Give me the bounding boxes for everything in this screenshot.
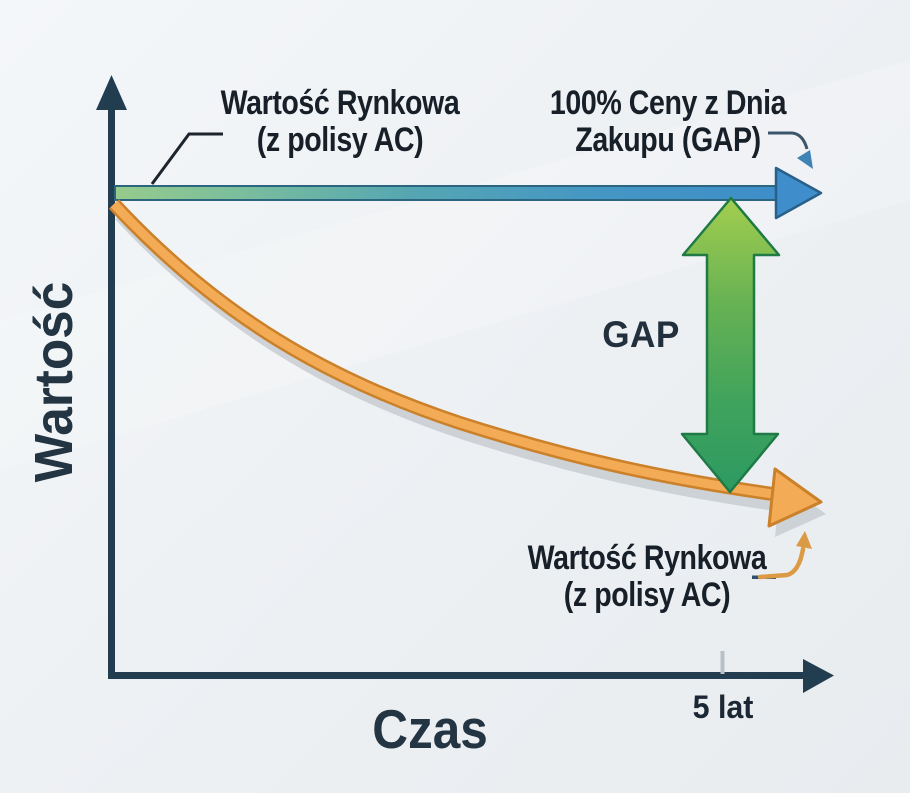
- x-axis-arrowhead: [803, 659, 834, 693]
- annotation-purchase-price-line2: Zakupu (GAP): [575, 120, 761, 159]
- x-tick-label: 5 lat: [691, 690, 755, 725]
- annotation-market-value-bottom: Wartość Rynkowa (z polisy AC): [505, 540, 789, 613]
- callout-line-bottom-right: [757, 546, 806, 580]
- callout-line-top-left: [150, 132, 223, 185]
- x-tick-label-text: 5 lat: [692, 689, 754, 725]
- callout-arrowhead-top-right: [797, 150, 813, 169]
- background-highlight: [0, 60, 910, 470]
- x-axis-label-text: Czas: [372, 698, 488, 760]
- gap-label-text: GAP: [602, 314, 680, 355]
- x-axis: [108, 672, 806, 679]
- annotation-market-value-bottom-line2: (z polisy AC): [563, 575, 731, 614]
- annotation-purchase-price: 100% Ceny z Dnia Zakupu (GAP): [527, 85, 808, 158]
- callout-arrowhead-bottom-right: [796, 531, 812, 549]
- callout-line-top-right: [768, 131, 809, 150]
- gap-price-line: [114, 185, 777, 201]
- x-axis-label: Czas: [366, 698, 494, 760]
- gap-double-arrow: [680, 196, 781, 494]
- gap-price-line-arrowhead: [774, 166, 823, 220]
- annotation-market-value-top-line2: (z polisy AC): [256, 120, 424, 159]
- annotation-purchase-price-line1: 100% Ceny z Dnia: [549, 84, 787, 122]
- y-axis: [108, 104, 115, 679]
- annotation-market-value-bottom-line1: Wartość Rynkowa: [527, 539, 767, 577]
- y-axis-label-text: Wartość: [23, 281, 84, 483]
- annotation-market-value-top-line1: Wartość Rynkowa: [220, 84, 460, 122]
- annotation-market-value-top: Wartość Rynkowa (z polisy AC): [198, 85, 482, 158]
- gap-label: GAP: [600, 315, 682, 355]
- market-value-arrowhead: [767, 467, 823, 528]
- market-value-curve: [110, 200, 774, 499]
- y-axis-label: Wartość: [23, 276, 84, 487]
- x-axis-tick-5-years: [720, 651, 725, 674]
- y-axis-arrowhead: [96, 75, 127, 110]
